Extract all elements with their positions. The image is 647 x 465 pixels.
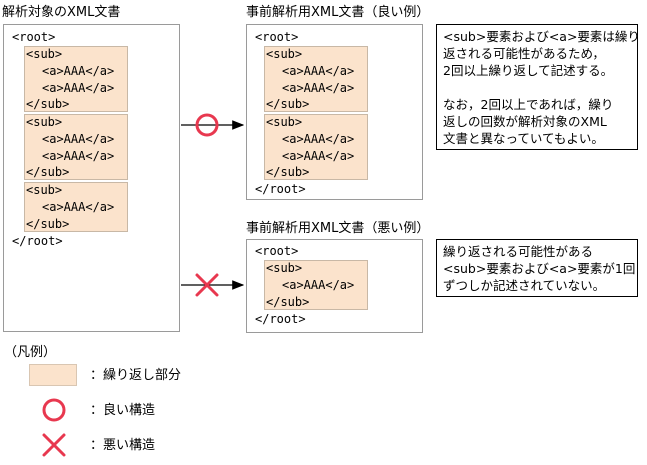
good-panel-title: 事前解析用XML文書（良い例） <box>246 5 430 20</box>
good-mark-icon <box>195 113 219 137</box>
a-element: <a>AAA</a> <box>42 81 115 95</box>
note-line: 2回以上繰り返して記述する。 <box>443 63 614 78</box>
root-close-tag: </root> <box>255 182 306 196</box>
repeat-block <box>24 114 128 180</box>
note-line: なお，2回以上であれば，繰り <box>443 97 614 112</box>
note-line: 文書と異なっていてもよい。 <box>443 131 604 146</box>
a-element: <a>AAA</a> <box>42 64 115 78</box>
root-open-tag: <root> <box>12 30 56 44</box>
note-line: <sub>要素および<a>要素は繰り <box>443 29 640 44</box>
good-note: <sub>要素および<a>要素は繰り 返される可能性があるため， 2回以上繰り返… <box>436 24 640 150</box>
root-close-tag: </root> <box>255 312 306 326</box>
a-element: <a>AAA</a> <box>282 149 355 163</box>
note-line: 返しの回数が解析対象のXML <box>443 114 607 129</box>
legend-bad-label: ：悪い構造 <box>90 438 156 453</box>
a-element: <a>AAA</a> <box>42 149 115 163</box>
sub-close-tag: </sub> <box>266 97 310 111</box>
note-line: 返される可能性があるため， <box>443 46 605 61</box>
legend-title: （凡例） <box>4 345 57 360</box>
sub-close-tag: </sub> <box>26 217 70 231</box>
sub-close-tag: </sub> <box>26 97 70 111</box>
legend-cross-icon <box>42 433 66 457</box>
sub-open-tag: <sub> <box>26 115 63 129</box>
repeat-block <box>264 114 368 180</box>
a-element: <a>AAA</a> <box>42 132 115 146</box>
sub-open-tag: <sub> <box>266 261 303 275</box>
note-line: ずつしか記述されていない。 <box>443 278 606 293</box>
sub-open-tag: <sub> <box>26 183 63 197</box>
repeat-block <box>24 46 128 112</box>
root-open-tag: <root> <box>255 30 299 44</box>
note-line: 繰り返される可能性がある <box>443 244 594 259</box>
a-element: <a>AAA</a> <box>282 81 355 95</box>
root-open-tag: <root> <box>255 244 299 258</box>
legend-circle-icon <box>42 398 66 422</box>
legend-repeat-label: ：繰り返し部分 <box>90 368 182 383</box>
sub-open-tag: <sub> <box>266 47 303 61</box>
sub-close-tag: </sub> <box>26 165 70 179</box>
root-close-tag: </root> <box>12 234 63 248</box>
a-element: <a>AAA</a> <box>282 64 355 78</box>
legend-good-label: ：良い構造 <box>90 403 156 418</box>
sub-open-tag: <sub> <box>26 47 63 61</box>
bad-mark-icon <box>195 273 219 297</box>
repeat-block <box>264 46 368 112</box>
sub-close-tag: </sub> <box>266 295 310 309</box>
note-line: <sub>要素および<a>要素が1回 <box>443 261 636 276</box>
sub-close-tag: </sub> <box>266 165 310 179</box>
note-line <box>443 79 631 96</box>
a-element: <a>AAA</a> <box>282 278 355 292</box>
left-panel-title: 解析対象のXML文書 <box>2 5 121 20</box>
a-element: <a>AAA</a> <box>42 200 115 214</box>
repeat-block <box>264 260 368 310</box>
bad-note: 繰り返される可能性がある <sub>要素および<a>要素が1回 ずつしか記述され… <box>436 239 638 297</box>
legend-repeat-swatch <box>29 364 77 386</box>
sub-open-tag: <sub> <box>266 115 303 129</box>
bad-panel-title: 事前解析用XML文書（悪い例） <box>246 221 430 236</box>
repeat-block <box>24 182 128 232</box>
a-element: <a>AAA</a> <box>282 132 355 146</box>
